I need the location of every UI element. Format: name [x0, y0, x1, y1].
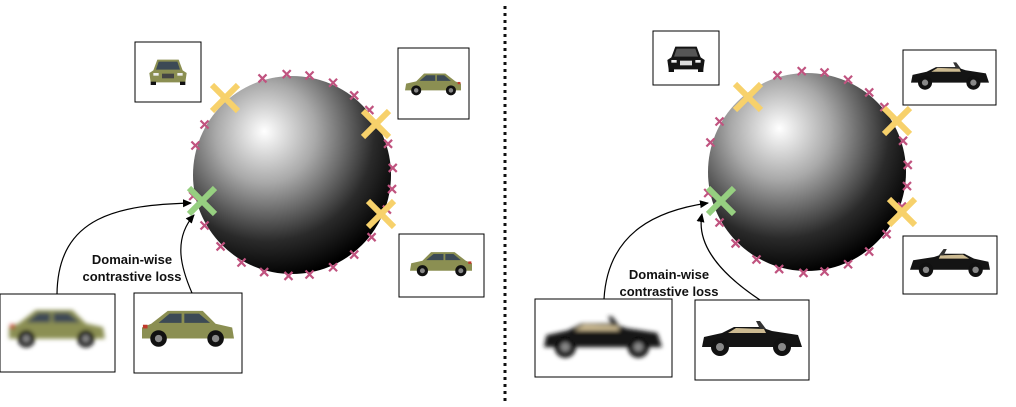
front-view-thumbnail [134, 41, 202, 103]
positive-marker [705, 185, 737, 217]
positive-marker [186, 185, 218, 217]
negative-marker [349, 90, 359, 101]
negative-marker [796, 66, 807, 76]
blurred-to-positive-arrow [56, 199, 192, 295]
side-view-thumbnail [902, 235, 998, 295]
left-panel: Domain-wise contrastive loss [0, 41, 485, 374]
loss-label-line1: Domain-wise [92, 252, 172, 267]
clean-query-image [133, 292, 243, 374]
negative-marker [383, 139, 393, 149]
negative-marker [304, 269, 315, 280]
negative-markers [703, 66, 913, 278]
negative-marker [751, 254, 762, 265]
right-panel: Domain-wise contrastive loss [534, 30, 998, 381]
negative-marker [199, 220, 210, 231]
negative-marker [259, 267, 269, 277]
loss-label-line2: contrastive loss [620, 284, 719, 299]
negative-marker [843, 259, 853, 270]
negative-marker [772, 70, 783, 81]
negative-marker [257, 73, 268, 84]
negative-marker [819, 67, 830, 78]
negative-marker [281, 69, 292, 79]
negative-marker [215, 241, 226, 252]
negative-marker [902, 181, 912, 191]
negative-marker [387, 184, 397, 194]
anchor-marker [732, 81, 918, 228]
anchor-marker [209, 82, 397, 230]
negative-marker [774, 264, 784, 274]
negative-marker [199, 119, 210, 130]
negative-marker [730, 238, 741, 249]
embedding-sphere [193, 76, 391, 274]
negative-marker [304, 70, 315, 81]
negative-marker [328, 77, 338, 88]
negative-marker [349, 249, 359, 260]
negative-marker [705, 137, 716, 148]
negative-marker [898, 136, 908, 146]
negative-marker [798, 268, 809, 278]
loss-label-line1: Domain-wise [629, 267, 709, 282]
negative-marker [236, 257, 247, 268]
embedding-sphere [708, 73, 906, 271]
negative-marker [843, 74, 853, 85]
negative-marker [714, 217, 725, 228]
negative-marker [902, 160, 913, 170]
negative-marker [190, 140, 201, 151]
negative-marker [714, 116, 725, 127]
side-view-thumbnail [398, 233, 485, 298]
negative-marker [864, 246, 874, 257]
negative-marker [283, 271, 294, 281]
blurred-query-image [534, 298, 673, 378]
negative-marker [864, 87, 874, 98]
front-view-thumbnail [652, 30, 720, 86]
loss-label-line2: contrastive loss [83, 269, 182, 284]
clean-to-positive-arrow [180, 214, 195, 294]
negative-marker [387, 163, 398, 173]
three-quarter-view-thumbnail [902, 49, 997, 106]
blurred-to-positive-arrow [603, 200, 709, 300]
clean-query-image [694, 299, 810, 381]
negative-marker [819, 266, 830, 277]
clean-to-positive-arrow [696, 213, 761, 301]
negative-marker [328, 262, 338, 273]
negative-marker [366, 232, 377, 242]
negative-marker [881, 229, 892, 239]
blurred-query-image [0, 293, 116, 373]
three-quarter-view-thumbnail [397, 47, 470, 120]
